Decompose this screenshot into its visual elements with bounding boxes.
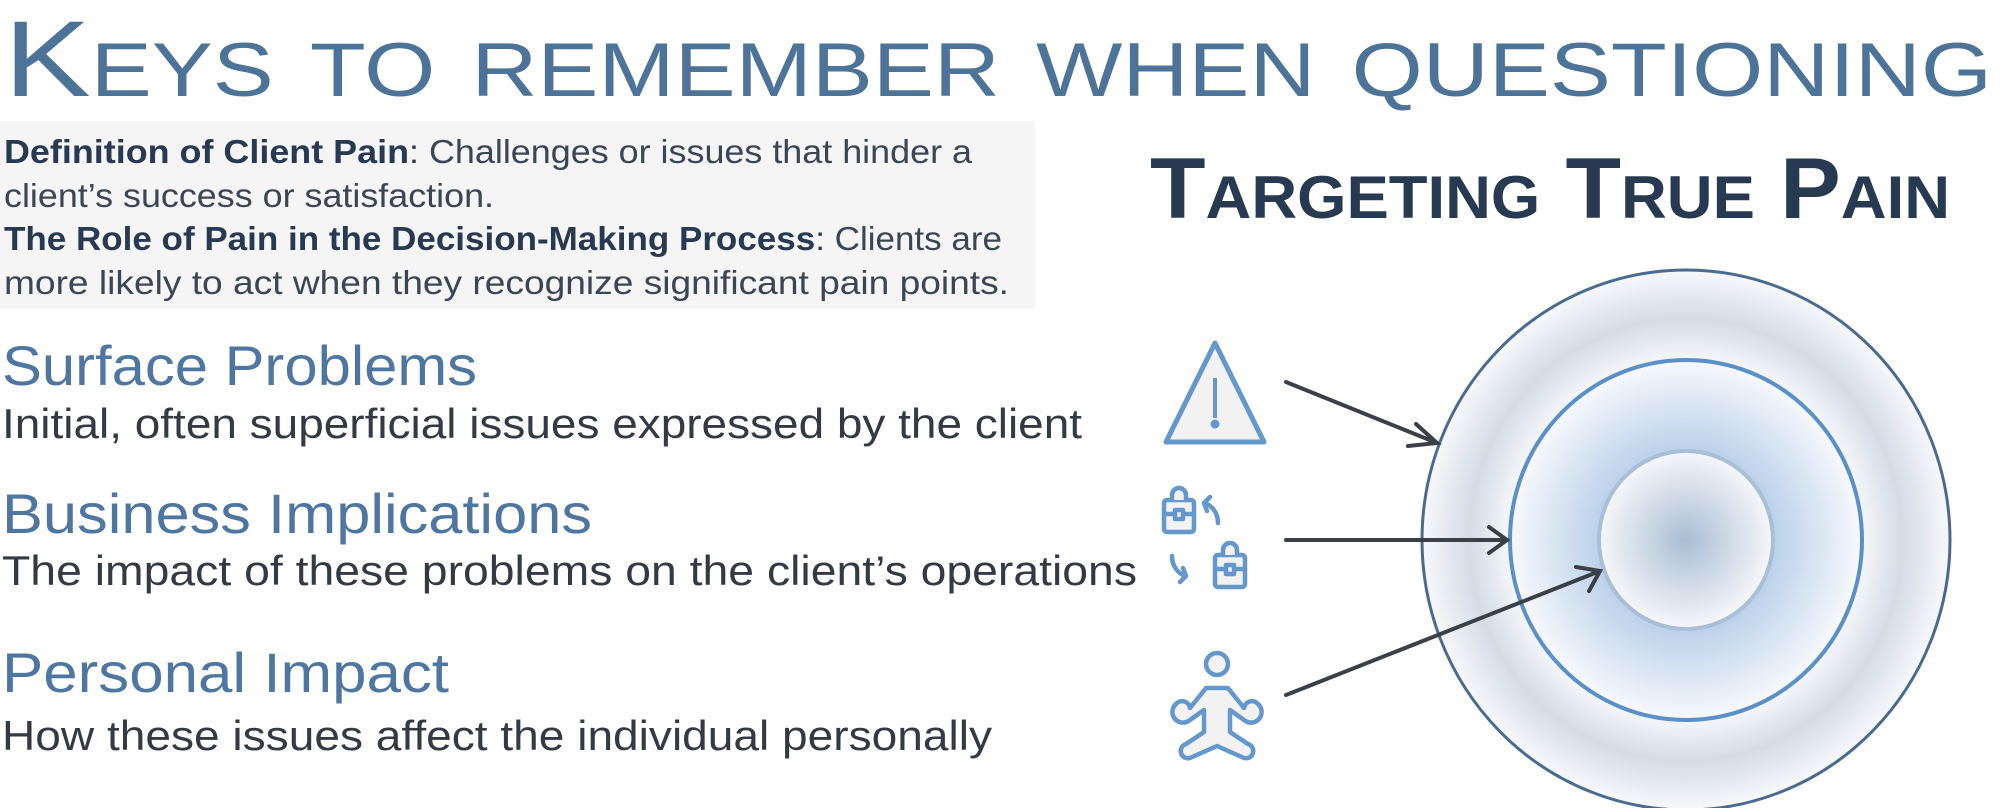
level-desc-business: The impact of these problems on the clie… bbox=[2, 547, 1137, 594]
arrow-surface bbox=[1284, 380, 1442, 448]
inner-core bbox=[1597, 449, 1775, 631]
warning-triangle-icon bbox=[1163, 340, 1267, 445]
level-desc-surface: Initial, often superficial issues expres… bbox=[2, 400, 1082, 447]
definitions-box bbox=[0, 121, 1035, 309]
level-heading-surface: Surface Problems bbox=[2, 334, 477, 397]
definition-client-pain-line2: client’s success or satisfaction. bbox=[4, 177, 494, 214]
definition-role-line2: more likely to act when they recognize s… bbox=[4, 264, 1009, 301]
meditating-person-icon bbox=[1170, 650, 1264, 761]
target-title: Targeting True Pain bbox=[1150, 141, 1950, 237]
arrow-personal bbox=[1284, 565, 1604, 697]
definition-term: The Role of Pain in the Decision-Making … bbox=[4, 220, 815, 257]
level-desc-personal: How these issues affect the individual p… bbox=[2, 712, 992, 759]
definition-role-line1: The Role of Pain in the Decision-Making … bbox=[4, 220, 1002, 257]
definition-client-pain-line1: Definition of Client Pain: Challenges or… bbox=[4, 133, 973, 170]
level-heading-business: Business Implications bbox=[2, 482, 592, 545]
page-title: Keys to remember when questioning bbox=[4, 0, 1992, 119]
briefcase-exchange-icon bbox=[1161, 485, 1248, 590]
level-heading-personal: Personal Impact bbox=[2, 641, 449, 704]
definition-term: Definition of Client Pain bbox=[4, 133, 409, 170]
arrow-business bbox=[1284, 525, 1511, 555]
target-diagram bbox=[1420, 268, 1952, 808]
